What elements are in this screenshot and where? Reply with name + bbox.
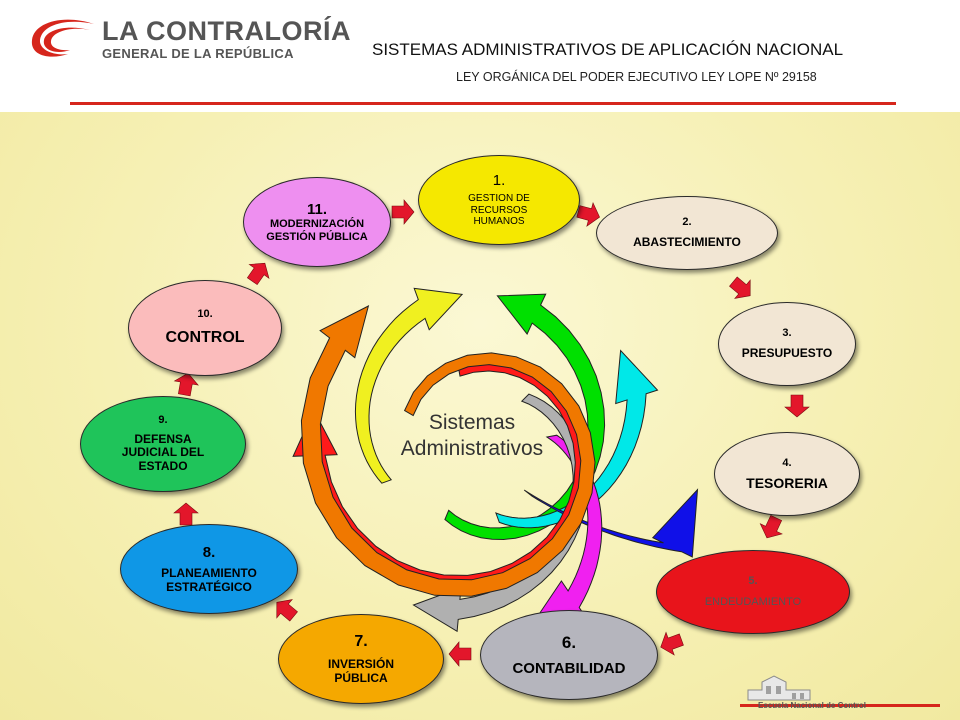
node-contabilidad[interactable]: 6. CONTABILIDAD: [480, 610, 658, 700]
connector-arrow-8: [276, 599, 298, 622]
node-number: 3.: [782, 327, 792, 340]
node-number: 8.: [202, 543, 216, 561]
node-endeudamiento[interactable]: 5. ENDEUDAMIENTO: [656, 550, 850, 634]
logo-subtitle: GENERAL DE LA REPÚBLICA: [102, 46, 294, 61]
logo-title: LA CONTRALORÍA: [102, 16, 351, 46]
node-abastecimiento[interactable]: 2. ABASTECIMIENTO: [596, 196, 778, 270]
node-label: INVERSIÓN PÚBLICA: [327, 656, 394, 685]
node-label: ENDEUDAMIENTO: [704, 596, 802, 608]
contraloria-logo-icon: [31, 19, 94, 57]
connector-arrow-11: [246, 262, 270, 286]
escuela-label: Escuela Nacional de Control: [758, 701, 867, 710]
page-title: SISTEMAS ADMINISTRATIVOS DE APLICACIÓN N…: [372, 40, 844, 59]
connector-arrow-5: [759, 515, 783, 539]
node-number: 6.: [561, 633, 577, 653]
node-number: 10.: [197, 308, 213, 321]
escuela-logo-icon: [740, 675, 940, 707]
node-label: CONTABILIDAD: [512, 659, 626, 677]
node-number: 4.: [782, 456, 792, 469]
connector-arrow-9: [173, 502, 199, 526]
node-modernizacion[interactable]: 11. MODERNIZACIÓN GESTIÓN PÚBLICA: [243, 177, 391, 267]
node-number: 7.: [354, 632, 368, 650]
connector-arrow-10: [173, 372, 199, 397]
swirl-arrow-7: [300, 305, 596, 597]
node-planeamiento[interactable]: 8. PLANEAMIENTO ESTRATÉGICO: [120, 524, 298, 614]
node-label: MODERNIZACIÓN GESTIÓN PÚBLICA: [266, 217, 368, 243]
connector-arrow-3: [729, 276, 751, 299]
node-label: ABASTECIMIENTO: [633, 234, 741, 249]
node-number: 2.: [682, 216, 692, 229]
connector-arrow-6: [660, 631, 684, 656]
node-recursos-humanos[interactable]: 1. GESTION DE RECURSOS HUMANOS: [418, 155, 580, 245]
node-control[interactable]: 10. CONTROL: [128, 280, 282, 376]
header-divider: [70, 102, 896, 105]
node-label: PRESUPUESTO: [741, 345, 833, 360]
header: LA CONTRALORÍA GENERAL DE LA REPÚBLICA S…: [0, 0, 960, 112]
connector-arrow-4: [784, 394, 810, 418]
node-presupuesto[interactable]: 3. PRESUPUESTO: [718, 302, 856, 386]
connector-arrow-2: [576, 202, 600, 227]
node-number: 9.: [158, 413, 168, 426]
node-number: 5.: [748, 575, 758, 588]
center-title-line2: Administrativos: [400, 437, 544, 461]
page-subtitle: LEY ORGÁNICA DEL PODER EJECUTIVO LEY LOP…: [456, 70, 817, 84]
node-inversion-publica[interactable]: 7. INVERSIÓN PÚBLICA: [278, 614, 444, 704]
node-defensa-judicial[interactable]: 9. DEFENSA JUDICIAL DEL ESTADO: [80, 396, 246, 492]
node-number: 1.: [492, 172, 506, 190]
node-label: TESORERIA: [746, 475, 828, 492]
center-title-line1: Sistemas: [428, 411, 516, 434]
node-label: CONTROL: [165, 329, 245, 347]
node-tesoreria[interactable]: 4. TESORERIA: [714, 432, 860, 516]
connector-arrow-1: [391, 199, 415, 225]
node-label: GESTION DE RECURSOS HUMANOS: [468, 193, 530, 228]
center-title: Sistemas Administrativos: [372, 410, 572, 463]
node-label: DEFENSA JUDICIAL DEL ESTADO: [121, 431, 205, 474]
node-label: PLANEAMIENTO ESTRATÉGICO: [161, 565, 257, 594]
swirl-arrow-8: [354, 287, 464, 484]
connector-arrow-7: [448, 641, 472, 667]
node-number: 11.: [306, 200, 328, 218]
